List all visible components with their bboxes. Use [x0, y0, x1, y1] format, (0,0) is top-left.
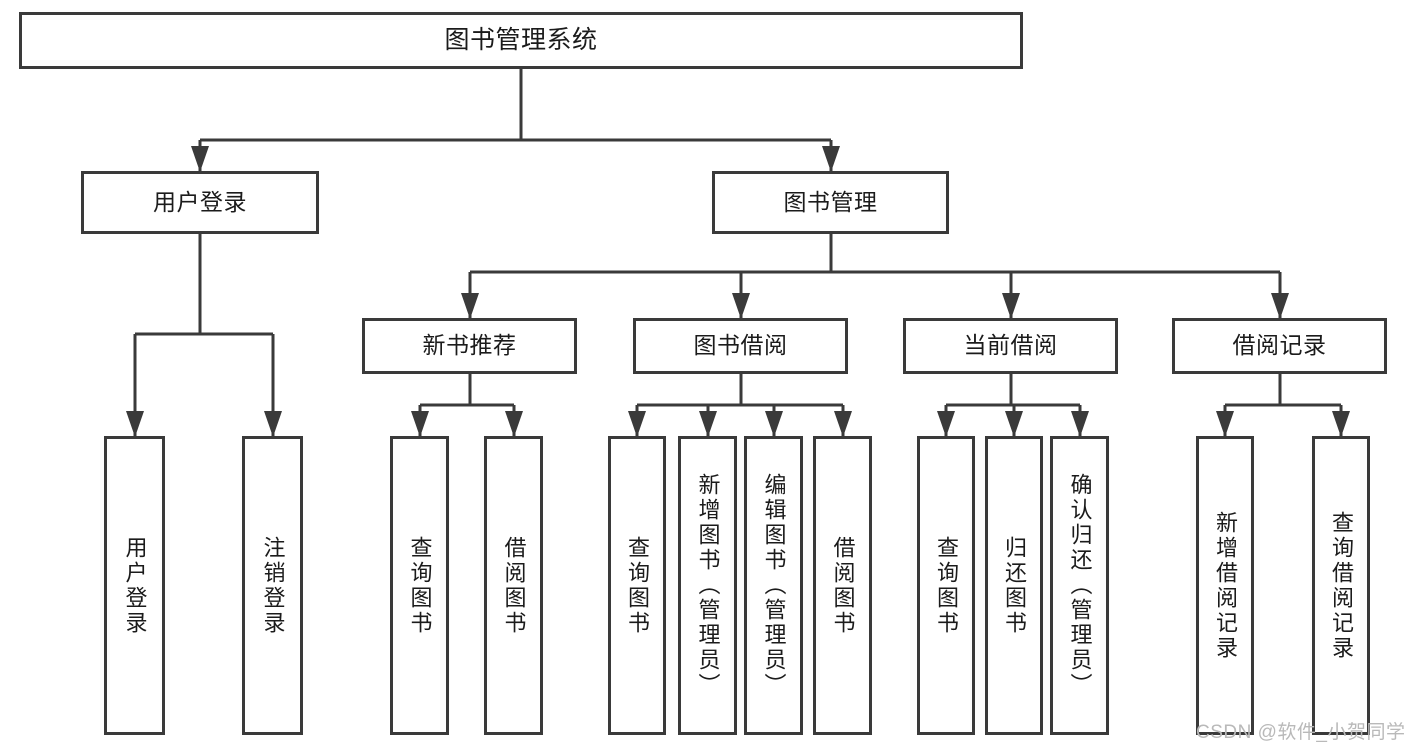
- conn-borrow-record-arrowhead-1: [1332, 411, 1350, 437]
- node-book-manage[interactable]: 图书管理: [712, 171, 949, 234]
- conn-user-login-arrowhead-1: [264, 411, 282, 437]
- node-current-borrow[interactable]: 当前借阅: [903, 318, 1118, 374]
- node-leaf-rec-query-record[interactable]: 查询借阅记录: [1312, 436, 1370, 735]
- node-leaf-user-login[interactable]: 用户登录: [104, 436, 165, 735]
- node-label-leaf-borrow-edit-book: 编辑图书（管理员）: [761, 473, 787, 698]
- node-label-leaf-borrow-borrow-book: 借阅图书: [830, 535, 856, 636]
- conn-current-borrow-arrowhead-2: [1071, 411, 1089, 437]
- conn-book-manage-arrowhead-3: [1271, 293, 1289, 319]
- node-root[interactable]: 图书管理系统: [19, 12, 1023, 69]
- node-leaf-borrow-query-book[interactable]: 查询图书: [608, 436, 666, 735]
- node-label-borrow-record: 借阅记录: [1232, 332, 1327, 359]
- node-label-current-borrow: 当前借阅: [963, 332, 1058, 359]
- conn-book-manage-arrowhead-0: [461, 293, 479, 319]
- conn-current-borrow-arrowhead-1: [1005, 411, 1023, 437]
- conn-book-borrow-arrowhead-1: [699, 411, 717, 437]
- node-label-leaf-borrow-add-book: 新增图书（管理员）: [695, 473, 721, 698]
- node-leaf-borrow-add-book[interactable]: 新增图书（管理员）: [678, 436, 737, 735]
- node-label-book-borrow: 图书借阅: [693, 332, 788, 359]
- node-leaf-borrow-borrow-book[interactable]: 借阅图书: [813, 436, 872, 735]
- node-label-leaf-rec-borrow-book: 借阅图书: [501, 535, 527, 636]
- node-label-leaf-user-login: 用户登录: [122, 535, 148, 636]
- node-label-leaf-rec-query-book: 查询图书: [407, 535, 433, 636]
- node-user-login[interactable]: 用户登录: [81, 171, 319, 234]
- conn-borrow-record-arrowhead-0: [1216, 411, 1234, 437]
- node-new-book-rec[interactable]: 新书推荐: [362, 318, 577, 374]
- node-leaf-cur-return-book[interactable]: 归还图书: [985, 436, 1043, 735]
- node-label-leaf-rec-query-record: 查询借阅记录: [1328, 510, 1354, 661]
- conn-book-manage-arrowhead-2: [1002, 293, 1020, 319]
- node-leaf-cur-query-book[interactable]: 查询图书: [917, 436, 975, 735]
- node-label-new-book-rec: 新书推荐: [422, 332, 517, 359]
- node-book-borrow[interactable]: 图书借阅: [633, 318, 848, 374]
- conn-root-arrowhead-1: [822, 146, 840, 172]
- node-label-leaf-borrow-query-book: 查询图书: [624, 535, 650, 636]
- conn-user-login-arrowhead-0: [126, 411, 144, 437]
- node-leaf-cur-confirm-return[interactable]: 确认归还（管理员）: [1050, 436, 1109, 735]
- conn-book-borrow-arrowhead-3: [834, 411, 852, 437]
- node-leaf-rec-borrow-book[interactable]: 借阅图书: [484, 436, 543, 735]
- node-label-root: 图书管理系统: [444, 25, 598, 54]
- conn-new-book-rec-arrowhead-1: [505, 411, 523, 437]
- node-leaf-rec-query-book[interactable]: 查询图书: [390, 436, 449, 735]
- conn-book-manage-arrowhead-1: [732, 293, 750, 319]
- node-leaf-rec-add-record[interactable]: 新增借阅记录: [1196, 436, 1254, 735]
- node-label-book-manage: 图书管理: [783, 188, 878, 215]
- conn-book-borrow-arrowhead-0: [628, 411, 646, 437]
- node-label-leaf-cur-confirm-return: 确认归还（管理员）: [1067, 473, 1093, 698]
- conn-book-borrow-arrowhead-2: [765, 411, 783, 437]
- node-borrow-record[interactable]: 借阅记录: [1172, 318, 1387, 374]
- node-label-leaf-user-logout: 注销登录: [260, 535, 286, 636]
- node-leaf-borrow-edit-book[interactable]: 编辑图书（管理员）: [744, 436, 803, 735]
- node-label-leaf-cur-query-book: 查询图书: [933, 535, 959, 636]
- node-label-leaf-rec-add-record: 新增借阅记录: [1212, 510, 1238, 661]
- node-leaf-user-logout[interactable]: 注销登录: [242, 436, 303, 735]
- node-label-leaf-cur-return-book: 归还图书: [1001, 535, 1027, 636]
- conn-new-book-rec-arrowhead-0: [411, 411, 429, 437]
- node-label-user-login: 用户登录: [153, 188, 247, 215]
- conn-current-borrow-arrowhead-0: [937, 411, 955, 437]
- conn-root-arrowhead-0: [191, 146, 209, 172]
